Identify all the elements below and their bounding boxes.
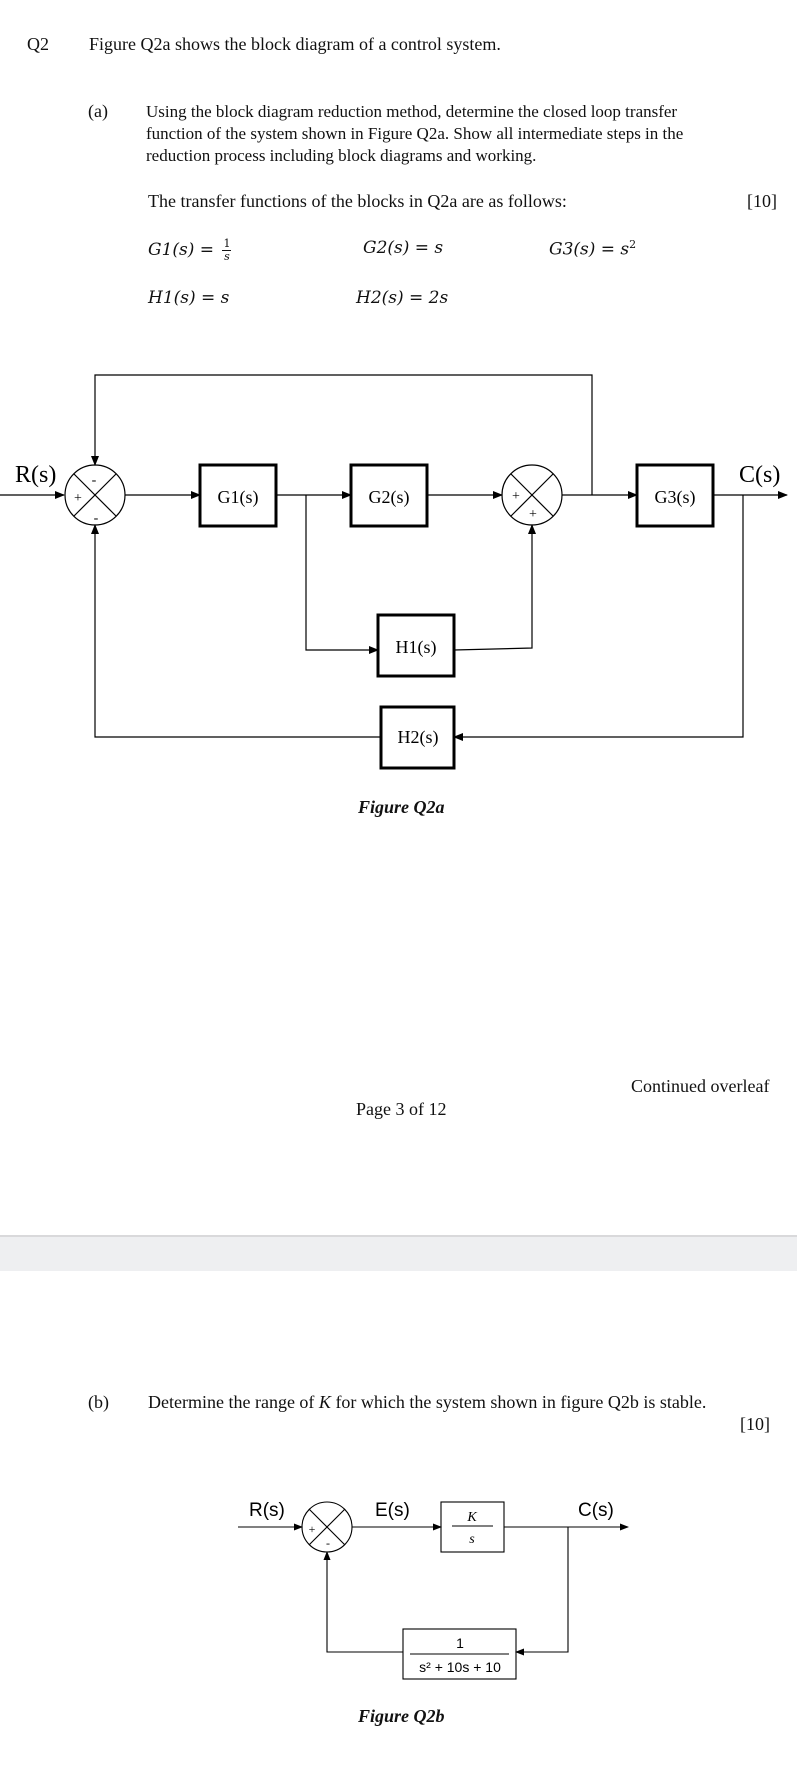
h1-to-sum2-line	[453, 524, 536, 651]
question-number: Q2	[27, 34, 49, 54]
block-g2-label: G2(s)	[369, 487, 410, 508]
q2b-input-label: R(s)	[249, 1500, 285, 1521]
top-loop-line	[91, 374, 593, 495]
question-intro: Figure Q2a shows the block diagram of a …	[89, 34, 501, 54]
q2b-feedback-numerator: 1	[456, 1635, 464, 1651]
g1-fraction: 1 s	[222, 237, 232, 263]
q2b-error-label: E(s)	[375, 1500, 410, 1521]
q2b-sum-sign-left: +	[309, 1522, 316, 1536]
g3-equation: G3(s) = s2	[549, 238, 636, 260]
block-h1-label: H1(s)	[396, 637, 437, 658]
part-b-question: Determine the range of K for which the s…	[148, 1392, 706, 1413]
block-g3-label: G3(s)	[655, 487, 696, 508]
block-g1-label: G1(s)	[218, 487, 259, 508]
q2b-output-to-feedback-line	[515, 1527, 569, 1656]
sum2-cross-b	[510, 473, 554, 517]
figure-q2a-caption: Figure Q2a	[358, 797, 445, 817]
tf-intro: The transfer functions of the blocks in …	[148, 191, 567, 211]
output-to-h2-line	[453, 495, 744, 741]
page-number: Page 3 of 12	[356, 1099, 447, 1119]
h2-to-sum1-line	[91, 524, 381, 738]
q2b-sum-sign-bottom: -	[326, 1536, 330, 1550]
input-label: R(s)	[15, 462, 56, 488]
g1-to-h1-line	[305, 495, 379, 654]
sum2-sign-bottom: +	[529, 507, 537, 522]
sum1-sign-bottom: -	[94, 511, 99, 526]
part-b-marks: [10]	[740, 1414, 770, 1434]
continued-overleaf: Continued overleaf	[631, 1076, 770, 1096]
part-a-line-1: Using the block diagram reduction method…	[146, 102, 678, 121]
g1-numerator: 1	[222, 237, 232, 251]
q2b-feedback-denominator: s² + 10s + 10	[419, 1659, 501, 1675]
h2-equation: H2(s) = 2s	[356, 288, 449, 308]
block-h1	[376, 613, 456, 678]
part-b-text-before: Determine the range of	[148, 1392, 319, 1412]
part-b-label: (b)	[88, 1392, 109, 1412]
g1-denominator: s	[224, 250, 230, 263]
q2b-feedback-to-sum-line	[323, 1551, 403, 1653]
g3-exponent: 2	[629, 238, 637, 251]
q2b-sum-cross-b	[308, 1508, 346, 1546]
figure-q2a-diagram: R(s) C(s) G1(s) G2(s) G3(s) H1(s) H2(s) …	[0, 374, 788, 770]
part-a-label: (a)	[88, 101, 108, 121]
q2b-forward-denominator: s	[469, 1532, 475, 1547]
q2b-feedback-block	[402, 1628, 517, 1680]
sum2-sign-left: +	[512, 489, 520, 504]
sum1-sign-top: -	[92, 473, 97, 488]
part-a-paragraph: Using the block diagram reduction method…	[146, 101, 786, 167]
part-a-marks: [10]	[747, 191, 777, 211]
page-separator	[0, 1235, 797, 1271]
g1-equation: G1(s) = 1 s	[148, 237, 232, 263]
q2b-output-label: C(s)	[578, 1500, 614, 1521]
block-h2-label: H2(s)	[398, 727, 439, 748]
part-a-line-3: reduction process including block diagra…	[146, 146, 537, 165]
output-label: C(s)	[739, 462, 780, 488]
g3-base: G3(s) = s	[549, 239, 630, 260]
h1-equation: H1(s) = s	[148, 288, 230, 308]
g2-equation: G2(s) = s	[363, 238, 444, 258]
figure-q2b-caption: Figure Q2b	[358, 1706, 445, 1726]
sum1-cross-b	[73, 473, 117, 517]
sum1-sign-left: +	[74, 491, 82, 506]
part-b-text-after: for which the system shown in figure Q2b…	[330, 1392, 707, 1412]
part-b-k: K	[318, 1392, 331, 1412]
g1-lhs: G1(s) =	[148, 240, 215, 260]
part-a-line-2: function of the system shown in Figure Q…	[146, 124, 684, 143]
q2b-forward-numerator: K	[466, 1510, 477, 1525]
